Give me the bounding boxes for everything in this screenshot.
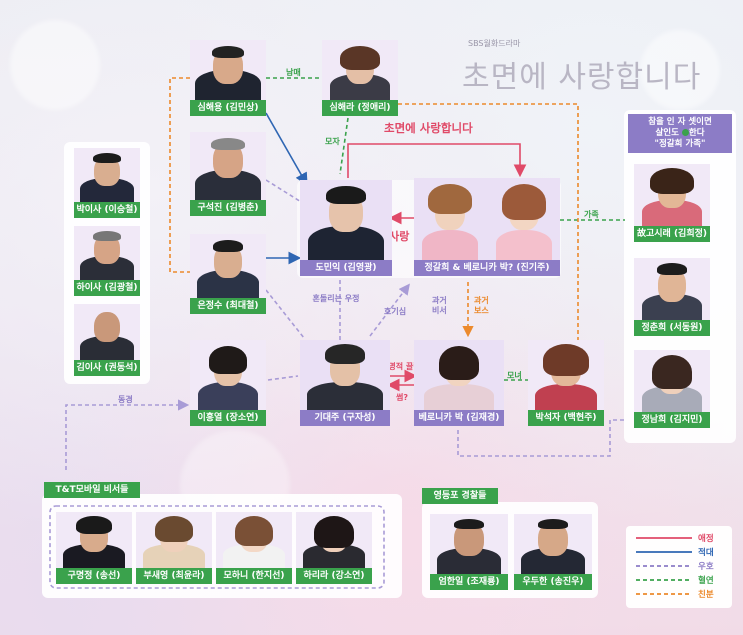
name-eom-hanil: 엄한일 (조재룡) [430,574,508,590]
card-sim-haeyong[interactable]: 심해용 (김민상) [190,40,266,116]
card-goo-seokjin[interactable]: 구석진 (김병춘) [190,132,266,216]
relation-mother-son: 모자 [325,137,340,146]
card-do-minik[interactable]: 도민익 (김영광) [300,180,392,276]
card-jung-veronica[interactable]: 정갈희 & 베로니카 박? (진기주) [414,178,560,276]
name-ha-rira: 하리라 (강소연) [296,568,372,584]
name-park-seokja: 박석자 (백현주) [528,410,604,426]
relation-curious: 호기심 [384,307,407,316]
relation-family: 가족 [584,210,599,219]
name-jung-chunhui: 정춘희 (서동원) [634,320,710,336]
relation-fatal-attraction: 치명적 끌림 [381,362,421,371]
family-note-part: 한다 [688,128,705,138]
card-sim-haera[interactable]: 심해라 (정애리) [322,40,398,116]
name-lee-hongyeol: 이홍열 (장소연) [190,410,266,426]
bokeh [640,30,720,110]
name-do-minik: 도민익 (김영광) [300,260,392,276]
name-lawyer-kim: 김이사 (권동석) [74,360,140,376]
card-park-seokja[interactable]: 박석자 (백현주) [528,340,604,426]
card-lee-hongyeol[interactable]: 이홍열 (장소연) [190,340,266,426]
name-sim-haera: 심해라 (정애리) [322,100,398,116]
card-lawyer-ha[interactable]: 하이사 (김광철) [74,226,140,296]
card-mo-hani[interactable]: 모하니 (한지선) [216,512,292,584]
card-wu-duhan[interactable]: 우두한 (송진우) [514,514,592,590]
card-jung-chunhui[interactable]: 정춘희 (서동원) [634,258,710,336]
name-lawyer-park: 박이사 (이승철) [74,202,140,218]
family-note-part: 살인도 [655,128,682,138]
family-note-line2: 살인도 한다 [632,128,728,139]
card-gi-daeju[interactable]: 기대주 (구자성) [300,340,390,426]
dot-icon [681,129,689,136]
relation-headline: 초면에 사랑합니다 [384,121,473,135]
card-bu-saeyeong[interactable]: 부새영 (최윤라) [136,512,212,584]
page-title: 초면에 사랑합니다 [462,60,702,95]
name-goo-seokjin: 구석진 (김병춘) [190,200,266,216]
name-lawyer-ha: 하이사 (김광철) [74,280,140,296]
name-gi-daeju: 기대주 (구자성) [300,410,390,426]
legend-label-friendship: 우호 [698,562,714,572]
relation-past-secretary: 과거 비서 [432,296,447,315]
card-eom-hanil[interactable]: 엄한일 (조재룡) [430,514,508,590]
name-goo-myungjeong: 구명정 (송선) [56,568,132,584]
relation-maybe: 썸? [396,393,409,402]
legend-label-blood: 혈연 [698,576,714,586]
relation-confusing-friendship: 혼돌리는 우정 [312,294,360,303]
card-lawyer-park[interactable]: 박이사 (이승철) [74,148,140,218]
name-jung-namhui: 정남희 (김지민) [634,412,710,428]
card-jung-namhui[interactable]: 정남희 (김지민) [634,350,710,428]
name-bu-saeyeong: 부새영 (최윤라) [136,568,212,584]
card-go-sijeom[interactable]: 故고시래 (김희정) [634,164,710,242]
name-jung-veronica: 정갈희 & 베로니카 박? (진기주) [414,260,560,276]
secretaries-title: T&T모바일 비서들 [44,482,140,498]
title-small: SBS월화드라마 [468,39,521,48]
card-veronica-park[interactable]: 베로니카 박 (김재경) [414,340,504,426]
name-sim-haeyong: 심해용 (김민상) [190,100,266,116]
name-mo-hani: 모하니 (한지선) [216,568,292,584]
name-eun-jungsu: 은정수 (최대철) [190,298,266,314]
card-eun-jungsu[interactable]: 은정수 (최대철) [190,234,266,314]
relation-past-boss: 과거 보스 [474,296,489,315]
police-title: 영등포 경찰들 [422,488,498,504]
family-note: 참을 인 자 셋이면 살인도 한다 "정갈희 가족" [628,114,732,153]
name-wu-duhan: 우두한 (송진우) [514,574,592,590]
card-lawyer-kim[interactable]: 김이사 (권동석) [74,304,140,376]
bokeh [10,20,100,110]
relation-siblings: 남매 [286,68,301,77]
legend-label-rival: 적대 [698,548,714,558]
card-goo-myungjeong[interactable]: 구명정 (송선) [56,512,132,584]
relation-longing: 동경 [118,395,133,404]
name-veronica-park: 베로니카 박 (김재경) [414,410,504,426]
family-note-line3: "정갈희 가족" [654,139,706,149]
card-ha-rira[interactable]: 하리라 (강소연) [296,512,372,584]
family-note-line1: 참을 인 자 셋이면 [648,117,712,127]
relation-mother-daughter: 모녀 [507,371,522,380]
legend-label-kin: 친분 [698,590,714,600]
name-go-sijeom: 故고시래 (김희정) [634,226,710,242]
legend-label-affection: 애정 [698,534,714,544]
